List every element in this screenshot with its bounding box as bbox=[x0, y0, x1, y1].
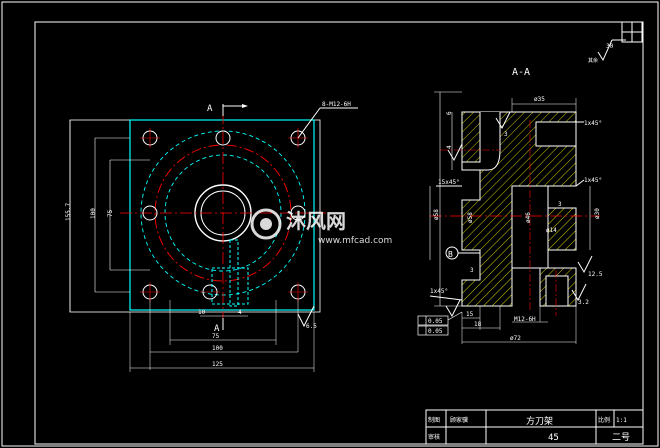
label-checked: 审核 bbox=[428, 433, 440, 441]
dim-bottom-total: ø72 bbox=[510, 335, 521, 342]
section-view: A-A 6 4 ø58 ø58 ø46 ø30 bbox=[417, 67, 603, 344]
dim-inner-height-2: 75 bbox=[107, 209, 114, 217]
title-block: 制图 审核 顾家骥 方刀架 比例 1:1 45 二号 bbox=[425, 409, 644, 445]
dim-bottom-small-1: 10 bbox=[198, 309, 206, 316]
watermark: 沐风网 www.mfcad.com bbox=[250, 208, 392, 246]
dim-left-top: 6 bbox=[446, 111, 453, 115]
thread-bottom: M12-6H bbox=[514, 316, 536, 323]
dim-left-vertical: ø58 bbox=[433, 209, 440, 220]
drawing-no: 二号 bbox=[612, 432, 630, 443]
part-name: 方刀架 bbox=[526, 415, 553, 427]
dim-right-roughness-2: 3.2 bbox=[578, 299, 589, 306]
dim-bottom-15: 15 bbox=[466, 311, 474, 318]
dim-mid-vertical: ø58 bbox=[467, 212, 474, 223]
body-outline bbox=[129, 119, 315, 311]
sheet-border-inner bbox=[34, 21, 644, 445]
roughness-corner-note: 其余 bbox=[588, 57, 598, 64]
watermark-brand: 沐风网 bbox=[286, 209, 346, 233]
tolerance-frame-1: 0.05 bbox=[428, 318, 443, 325]
roughness-corner-value: 30 bbox=[606, 43, 614, 50]
dim-overall-height: 155.7 bbox=[65, 203, 72, 221]
dim-bottom-18: 18 bbox=[474, 321, 482, 328]
view-arrow-label-bottom: A bbox=[214, 324, 220, 334]
roughness-left-view: 6.5 bbox=[306, 323, 317, 330]
view-arrow-label-top: A bbox=[207, 104, 213, 114]
section-label: A-A bbox=[512, 67, 530, 78]
thread-callout: 8-M12-6H bbox=[322, 101, 351, 108]
scale-value: 1:1 bbox=[616, 417, 627, 424]
corner-roughness-symbol: 30 其余 bbox=[588, 21, 643, 64]
tolerance-frames: 0.05 0.05 bbox=[417, 311, 463, 336]
label-drawn: 制图 bbox=[428, 416, 440, 424]
dim-left-top-2: 4 bbox=[446, 145, 453, 149]
dim-bottom-3: 125 bbox=[212, 361, 223, 368]
scale-label: 比例 bbox=[598, 416, 610, 424]
top-view: A A 8-M12-6H 155.7 100 75 10 4 75 100 12… bbox=[65, 101, 358, 372]
dim-left-small: 3 bbox=[470, 267, 474, 274]
dim-right-small: 3 bbox=[558, 201, 562, 208]
dim-inner-bore: ø46 bbox=[525, 212, 532, 223]
drawn-by: 顾家骥 bbox=[450, 416, 468, 424]
chamfer-left-mid: 15x45° bbox=[438, 179, 460, 186]
dim-bottom-1: 75 bbox=[212, 333, 220, 340]
dim-bottom-2: 100 bbox=[212, 345, 223, 352]
dim-small-bore: ø14 bbox=[546, 227, 557, 234]
detail-label: B bbox=[448, 250, 453, 259]
dim-right-bore: ø30 bbox=[594, 208, 601, 219]
chamfer-bottom-left: 1x45° bbox=[430, 288, 448, 295]
dim-top: ø35 bbox=[534, 96, 545, 103]
material: 45 bbox=[548, 433, 559, 443]
dim-inner-height-1: 100 bbox=[90, 208, 97, 219]
dim-center-small: 3 bbox=[504, 131, 508, 138]
dim-right-roughness: 12.5 bbox=[588, 271, 603, 278]
chamfer-top: 1x45° bbox=[584, 120, 602, 127]
chamfer-right: 1x45° bbox=[584, 177, 602, 184]
tolerance-frame-2: 0.05 bbox=[428, 328, 443, 335]
watermark-url: www.mfcad.com bbox=[318, 236, 392, 246]
dim-bottom-small-2: 4 bbox=[238, 309, 242, 316]
